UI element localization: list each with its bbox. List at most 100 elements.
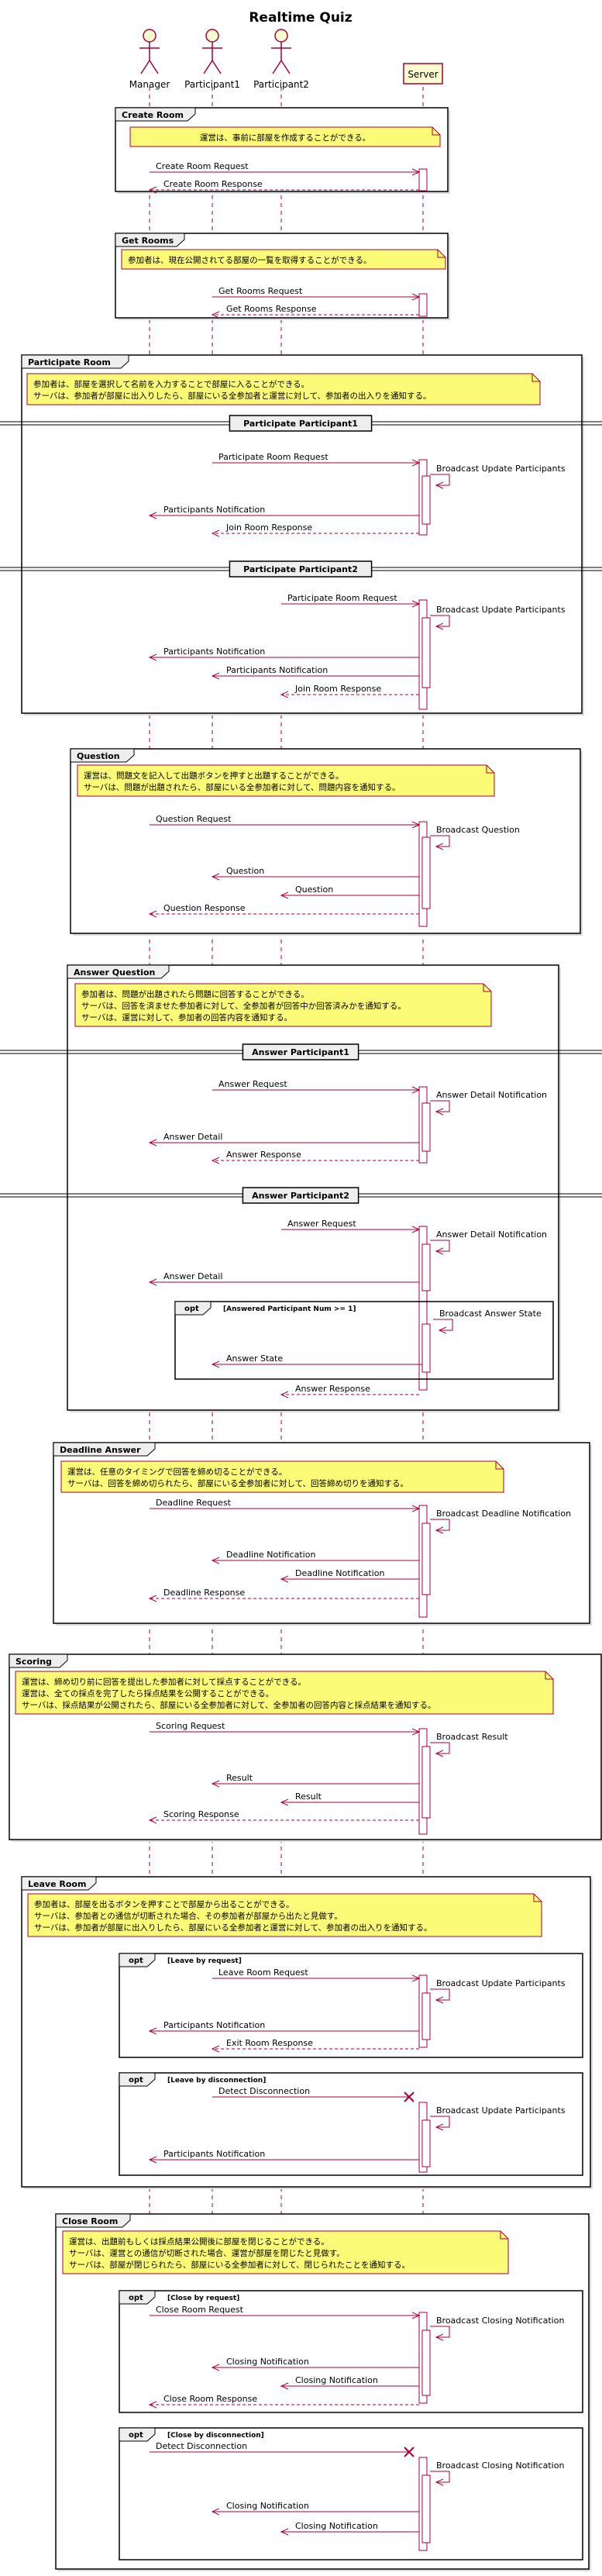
divider-answer-participant2	[242, 1187, 359, 1204]
msg-answer-request-1: Answer Request	[218, 1079, 287, 1089]
note-scoring-line-1: 運営は、全ての採点を完了したら採点結果を公開することができる。	[22, 1688, 273, 1698]
msg-broadcast-update-participants-1: Broadcast Update Participants	[436, 464, 566, 474]
actor-participant1-label: Participant1	[184, 79, 240, 90]
group-question-label: Question	[77, 751, 120, 761]
msg-broadcast-result: Broadcast Result	[436, 1732, 508, 1742]
msg-broadcast-deadline-notification-arrow	[430, 1519, 450, 1530]
diagram-title: Realtime Quiz	[249, 10, 352, 26]
msg-answer-detail-1: Answer Detail	[163, 1132, 222, 1142]
msg-question-response: Question Response	[163, 903, 246, 913]
group-participate-room	[21, 354, 583, 714]
note-leave-room	[27, 1893, 542, 1937]
msg-answer-detail-notification-2: Answer Detail Notification	[436, 1229, 547, 1240]
msg-closing-notification-4: Closing Notification	[295, 2521, 378, 2531]
msg-broadcast-update-participants-3: Broadcast Update Participants	[436, 1978, 566, 1988]
note-create-room-line-0: 運営は、事前に部屋を作成することができる。	[200, 133, 370, 143]
divider-answer-participant2-label: Answer Participant2	[252, 1191, 349, 1201]
note-answer-question-line-0: 参加者は、問題が出題されたら問題に回答することができる。	[81, 989, 309, 999]
msg-deadline-response: Deadline Response	[163, 1588, 245, 1598]
opt-close-by-disconnection-label: opt	[129, 2431, 143, 2440]
note-close-room-line-2: サーバは、部屋が閉じられたら、部屋にいる全参加者に対して、閉じられたことを通知す…	[69, 2260, 410, 2270]
msg-broadcast-closing-notification-1-arrow	[430, 2326, 450, 2337]
msg-broadcast-answer-state: Broadcast Answer State	[439, 1309, 542, 1319]
note-answer-question-line-1: サーバは、回答を済ませた参加者に対して、全参加者が回答中か回答済みかを通知する。	[81, 1001, 406, 1011]
msg-closing-notification-2: Closing Notification	[295, 2375, 378, 2385]
msg-broadcast-update-participants-2: Broadcast Update Participants	[436, 605, 566, 615]
msg-participants-notification-1: Participants Notification	[163, 505, 265, 515]
msg-question-request: Question Request	[156, 814, 232, 824]
msg-broadcast-update-participants-1-arrow	[430, 474, 450, 485]
group-close-room-label: Close Room	[62, 2216, 118, 2226]
opt-answered-participant-label: opt	[184, 1305, 199, 1313]
note-leave-room-line-0: 参加者は、部屋を出るボタンを押すことで部屋から出ることができる。	[34, 1899, 294, 1909]
msg-broadcast-update-participants-4-arrow	[430, 2116, 450, 2127]
msg-broadcast-result-arrow	[430, 1742, 450, 1754]
note-close-room	[62, 2230, 509, 2274]
actor-manager: Manager	[129, 29, 170, 90]
msg-participate-room-request-2: Participate Room Request	[287, 593, 397, 603]
msg-close-room-request: Close Room Request	[156, 2305, 244, 2315]
msg-result-2: Result	[295, 1791, 322, 1802]
msg-answer-state: Answer State	[226, 1354, 283, 1364]
note-close-room-line-0: 運営は、出題前もしくは採点結果公開後に部屋を閉じることができる。	[69, 2236, 329, 2247]
note-question	[77, 764, 495, 797]
group-participate-room-label: Participate Room	[28, 357, 111, 367]
group-create-room-label: Create Room	[122, 110, 184, 120]
group-get-rooms	[115, 233, 449, 319]
note-deadline-answer	[60, 1460, 504, 1493]
msg-join-room-response-2: Join Room Response	[294, 684, 381, 694]
msg-create-room-request: Create Room Request	[156, 161, 249, 171]
msg-deadline-request: Deadline Request	[156, 1498, 232, 1508]
msg-answer-response-1: Answer Response	[226, 1150, 301, 1160]
note-deadline-answer-line-0: 運営は、任意のタイミングで回答を締め切ることができる。	[67, 1467, 287, 1477]
msg-detect-disconnection-2-lost-marker	[404, 2447, 415, 2457]
msg-participants-notification-4: Participants Notification	[163, 2020, 265, 2030]
note-question-line-0: 運営は、問題文を記入して出題ボタンを押すと出題することができる。	[84, 771, 343, 781]
msg-closing-notification-3: Closing Notification	[226, 2501, 309, 2511]
msg-broadcast-update-participants-4: Broadcast Update Participants	[436, 2105, 566, 2116]
note-participate-room-line-1: サーバは、参加者が部屋に出入りしたら、部屋にいる全参加者と運営に対して、参加者の…	[33, 391, 432, 401]
group-answer-question-label: Answer Question	[74, 967, 155, 978]
msg-participants-notification-2: Participants Notification	[163, 647, 265, 657]
msg-broadcast-closing-notification-1: Broadcast Closing Notification	[436, 2316, 564, 2326]
group-scoring-label: Scoring	[15, 1657, 52, 1667]
group-deadline-answer-label: Deadline Answer	[60, 1445, 141, 1455]
group-get-rooms-label: Get Rooms	[122, 236, 174, 246]
note-question-line-1: サーバは、問題が出題されたら、部屋にいる全参加者に対して、問題内容を通知する。	[84, 782, 401, 792]
msg-scoring-response: Scoring Response	[163, 1809, 239, 1819]
opt-leave-by-disconnection	[119, 2072, 583, 2176]
msg-participants-notification-3: Participants Notification	[226, 665, 328, 675]
opt-leave-by-request-condition: [Leave by request]	[167, 1957, 242, 1965]
opt-close-by-disconnection-condition: [Close by disconnection]	[167, 2432, 264, 2440]
msg-broadcast-question: Broadcast Question	[436, 825, 520, 835]
msg-answer-detail-notification-2-arrow	[430, 1240, 450, 1251]
msg-detect-disconnection-1-lost-marker	[404, 2091, 415, 2102]
msg-question-to-participant1: Question	[226, 866, 264, 876]
msg-result-1: Result	[226, 1773, 253, 1783]
msg-exit-room-response: Exit Room Response	[226, 2038, 313, 2048]
msg-broadcast-update-participants-3-arrow	[430, 1988, 450, 2000]
note-scoring	[15, 1671, 554, 1715]
msg-participate-room-request-1: Participate Room Request	[218, 452, 329, 462]
opt-answered-participant	[174, 1301, 554, 1380]
msg-broadcast-answer-state-arrow	[433, 1319, 453, 1330]
note-answer-question-line-2: サーバは、運営に対して、参加者の回答内容を通知する。	[81, 1012, 292, 1022]
divider-participate-participant2-label: Participate Participant2	[243, 564, 358, 574]
msg-close-room-response: Close Room Response	[163, 2394, 257, 2404]
msg-question-to-participant2: Question	[295, 885, 333, 895]
msg-answer-detail-2: Answer Detail	[163, 1271, 222, 1281]
divider-answer-participant1	[242, 1043, 359, 1060]
note-get-rooms	[121, 249, 446, 270]
note-close-room-line-1: サーバは、運営との通信が切断された場合、運営が部屋を閉じたと見做す。	[69, 2248, 345, 2258]
note-deadline-answer-line-1: サーバは、回答を締め切られたら、部屋にいる全参加者に対して、回答締め切りを通知す…	[67, 1478, 408, 1488]
msg-broadcast-update-participants-2-arrow	[430, 615, 450, 626]
participant-server-label: Server	[408, 69, 438, 80]
msg-closing-notification-1: Closing Notification	[226, 2357, 309, 2367]
msg-answer-detail-notification-1: Answer Detail Notification	[436, 1090, 547, 1100]
opt-leave-by-disconnection-label: opt	[129, 2076, 143, 2085]
msg-detect-disconnection-1: Detect Disconnection	[218, 2086, 310, 2096]
note-scoring-line-2: サーバは、採点結果が公開されたら、部屋にいる全参加者に対して、全参加者の回答内容…	[22, 1700, 436, 1710]
msg-broadcast-question-arrow	[430, 835, 450, 847]
note-create-room	[129, 126, 441, 147]
